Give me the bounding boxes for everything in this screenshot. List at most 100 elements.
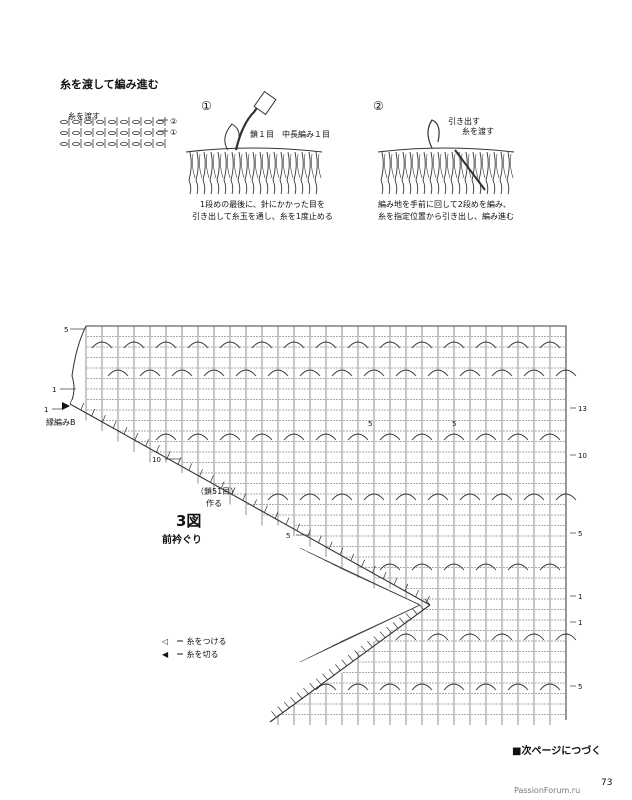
fan-motif xyxy=(379,341,401,349)
fabric-illustration-2 xyxy=(475,153,479,179)
fan-motif xyxy=(203,369,225,377)
fabric-illustration-2 xyxy=(412,153,416,179)
fan-motif xyxy=(315,433,337,441)
fabric-illustration-2 xyxy=(464,151,468,195)
chain-stitch xyxy=(156,120,164,125)
fan-motif xyxy=(283,341,305,349)
edging-stitch xyxy=(393,577,398,586)
fabric-illustration-1 xyxy=(248,153,252,179)
fan-motif xyxy=(219,341,241,349)
edging-stitch xyxy=(220,481,225,489)
fabric-illustration-2 xyxy=(440,153,444,179)
edging-stitch xyxy=(274,511,279,519)
edging-stitch xyxy=(392,622,399,629)
fabric-illustration-2 xyxy=(429,151,433,195)
figure-subtitle: 前衿ぐり xyxy=(162,535,202,546)
fabric-illustration-1 xyxy=(279,151,283,195)
chain-stitch xyxy=(84,141,92,146)
fabric-illustration-1 xyxy=(241,153,245,179)
edging-stitch xyxy=(188,463,193,471)
yarn-loop-2 xyxy=(427,119,440,149)
page-number: 73 xyxy=(601,778,613,788)
edging-stitch xyxy=(285,517,290,525)
edging-stitch xyxy=(177,457,182,465)
edging-stitch xyxy=(405,612,412,620)
fan-motif xyxy=(523,369,545,377)
right-row-label-10: 10 xyxy=(578,452,587,460)
fabric-illustration-2 xyxy=(380,151,384,195)
fan-motif xyxy=(555,369,577,377)
fan-motif xyxy=(123,341,145,349)
fabric-illustration-2 xyxy=(447,153,451,179)
fabric-illustration-1 xyxy=(227,153,231,179)
fan-motif xyxy=(507,341,529,349)
edging-stitch xyxy=(112,420,117,429)
fan-motif xyxy=(267,493,289,501)
fan-motif xyxy=(459,369,481,377)
fabric-illustration-1 xyxy=(192,153,196,179)
fan-motif xyxy=(443,341,465,349)
inner-label-5-a: 5 xyxy=(368,420,373,428)
fan-motif xyxy=(347,683,369,691)
row-marker-1: ① xyxy=(170,128,178,137)
edging-stitch xyxy=(123,427,128,435)
fan-motif xyxy=(91,341,113,349)
step2-caption-line1: 編み地を手前に回して2段めを編み、 xyxy=(378,200,511,209)
fan-motif xyxy=(411,341,433,349)
fabric-illustration-1 xyxy=(272,151,276,195)
technique-heading: 糸を渡して編み進む xyxy=(60,78,159,91)
fan-motif xyxy=(555,633,577,641)
edging-stitch xyxy=(277,706,284,713)
fan-motif xyxy=(395,493,417,501)
edging-stitch xyxy=(91,408,95,417)
fan-motif xyxy=(315,341,337,349)
fabric-illustration-1 xyxy=(255,153,259,179)
edging-stitch xyxy=(415,589,419,598)
chain-stitch xyxy=(156,130,164,135)
fabric-illustration-1 xyxy=(265,151,269,195)
fan-motif xyxy=(283,433,305,441)
fabric-illustration-2 xyxy=(405,153,409,179)
edging-stitch xyxy=(210,475,214,483)
edging-stitch xyxy=(199,469,203,477)
fabric-illustration-2 xyxy=(419,153,423,179)
neckline-edge-lower xyxy=(269,604,431,723)
fabric-illustration-2 xyxy=(398,153,402,179)
chain-stitch xyxy=(120,141,128,146)
fabric-illustration-2 xyxy=(510,153,514,179)
fan-motif xyxy=(539,341,561,349)
chain-stitch xyxy=(108,120,116,125)
edging-stitch xyxy=(242,493,247,501)
fabric-illustration-2 xyxy=(492,151,496,195)
edging-stitch xyxy=(296,692,303,699)
fan-motif xyxy=(331,493,353,501)
fabric-illustration-1 xyxy=(293,151,297,195)
fan-motif xyxy=(251,341,273,349)
chain-stitch xyxy=(96,130,104,135)
edging-stitch xyxy=(102,414,106,423)
fabric-illustration-1 xyxy=(244,151,248,195)
edging-stitch xyxy=(253,499,257,507)
fan-motif xyxy=(427,633,449,641)
edging-stitch xyxy=(264,505,268,513)
fabric-illustration-1 xyxy=(195,151,199,195)
fabric-illustration-1 xyxy=(283,153,287,179)
legend-attach-label: ＝ 糸をつける xyxy=(176,637,227,646)
fabric-illustration-1 xyxy=(216,151,220,195)
edging-stitch xyxy=(315,678,322,685)
left-row-label-1-b: 1 xyxy=(44,406,49,414)
fabric-illustration-1 xyxy=(290,153,294,179)
edging-stitch xyxy=(271,711,277,718)
edging-stitch xyxy=(307,529,311,537)
fan-motif xyxy=(443,683,465,691)
step2-callout-carry: 糸を渡す xyxy=(462,127,494,136)
left-row-label-5-top: 5 xyxy=(64,326,69,334)
chain-stitch xyxy=(120,120,128,125)
v-point-stitch xyxy=(339,567,421,606)
fabric-illustration-1 xyxy=(300,151,304,195)
fan-motif xyxy=(155,341,177,349)
fan-motif xyxy=(491,369,513,377)
edging-b-label: 縁編みB xyxy=(46,418,76,427)
fan-motif xyxy=(363,493,385,501)
